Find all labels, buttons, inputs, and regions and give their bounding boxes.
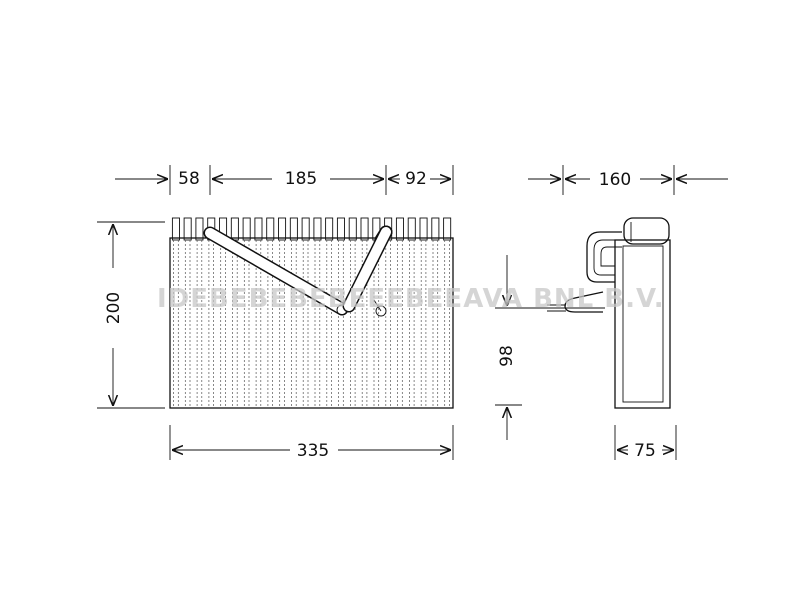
dim-58: 58 [178,169,200,189]
fin-tooth [183,217,192,241]
fin-tooth [242,217,251,241]
side-bottom-dimension: 75 [614,425,677,461]
dim-160: 160 [599,170,631,190]
fin-tooth [360,217,369,241]
fin-tooth [431,217,440,241]
front-view: 58 185 92 200 335 [97,165,454,461]
side-body [614,239,671,409]
width-dimension: 335 [169,425,454,461]
fin-tooth [171,217,180,241]
height-dimension: 200 [97,221,165,409]
fin-tooth [348,217,357,241]
core-columns [173,240,450,406]
fin-tooth [336,217,345,241]
fin-tooth [407,217,416,241]
dim-335: 335 [297,441,329,461]
fin-tooth [266,217,275,241]
fin-tooth [289,217,298,241]
fin-tooth [301,217,310,241]
outlet-pipe [342,225,393,317]
fin-tooth [254,217,263,241]
dim-92: 92 [405,169,427,189]
fin-tooth [278,217,287,241]
dim-200: 200 [104,292,124,324]
side-vertical-dimension: 98 [495,255,605,440]
fin-tooth [419,217,428,241]
fin-tooth [230,217,239,241]
fin-tooth [313,217,322,241]
side-view: 160 98 75 [495,165,728,461]
side-top-dimension: 160 [528,165,728,195]
fin-tooth [325,217,334,241]
side-pipes [547,231,622,313]
fin-tooth [395,217,404,241]
dim-185: 185 [285,169,317,189]
fin-tooth [443,217,452,241]
watermark: IDEBEBEBEBEEEBEEAVA BNL B.V. [157,284,665,314]
fin-tooth [195,217,204,241]
dim-98: 98 [497,345,517,367]
top-dimension: 58 185 92 [115,165,454,195]
evaporator-core [169,237,454,409]
side-header-tank [623,217,670,245]
dim-75: 75 [634,441,656,461]
